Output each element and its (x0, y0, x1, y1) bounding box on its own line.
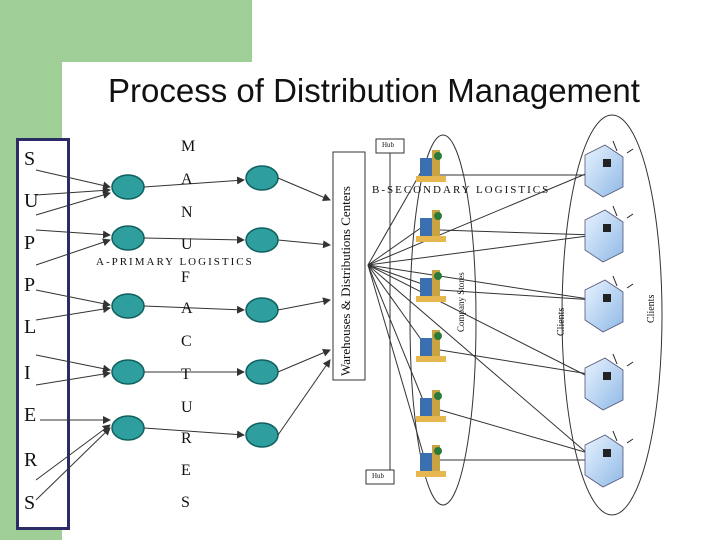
supplier-letter: S (24, 148, 36, 170)
supplier-letter: E (24, 404, 37, 426)
client-icons (584, 140, 634, 488)
manufacturer-letter: F (181, 269, 190, 286)
suppliers-box (16, 138, 70, 530)
hub-top-label: Hub (382, 141, 395, 149)
clients-inner-label: Clients (556, 307, 567, 336)
hub-bottom-label: Hub (372, 472, 385, 480)
supplier-letter: R (24, 449, 38, 471)
supplier-letter: S (24, 492, 36, 514)
manufacturer-letter: A (181, 300, 193, 317)
manufacturer-letter: M (181, 138, 196, 155)
manufacturer-letter: U (181, 399, 193, 416)
supplier-letter: U (24, 190, 39, 212)
manufacturer-letter: R (181, 430, 192, 447)
clients-outer-label: Clients (646, 294, 657, 323)
supplier-letter: I (24, 362, 31, 384)
manufacturer-letter: T (181, 366, 191, 383)
manufacturer-letter: C (181, 333, 192, 350)
primary-logistics-label: A-PRIMARY LOGISTICS (96, 256, 254, 268)
manufacturer-letter: S (181, 494, 190, 511)
manufacturer-letter: U (181, 236, 193, 253)
supplier-letter: P (24, 232, 36, 254)
supplier-letter: L (24, 316, 37, 338)
company-stores-label: Company Stores (456, 272, 466, 332)
page-title: Process of Distribution Management (108, 72, 640, 109)
manufacturer-letter: E (181, 462, 191, 479)
manufacturer-letter: N (181, 204, 193, 221)
warehouses-label: Warehouses & Distributions Centers (338, 186, 353, 376)
supplier-letter: P (24, 274, 36, 296)
store-icons (416, 150, 446, 477)
secondary-logistics-label: B-SECONDARY LOGISTICS (372, 184, 551, 196)
manufacturer-letter: A (181, 171, 193, 188)
